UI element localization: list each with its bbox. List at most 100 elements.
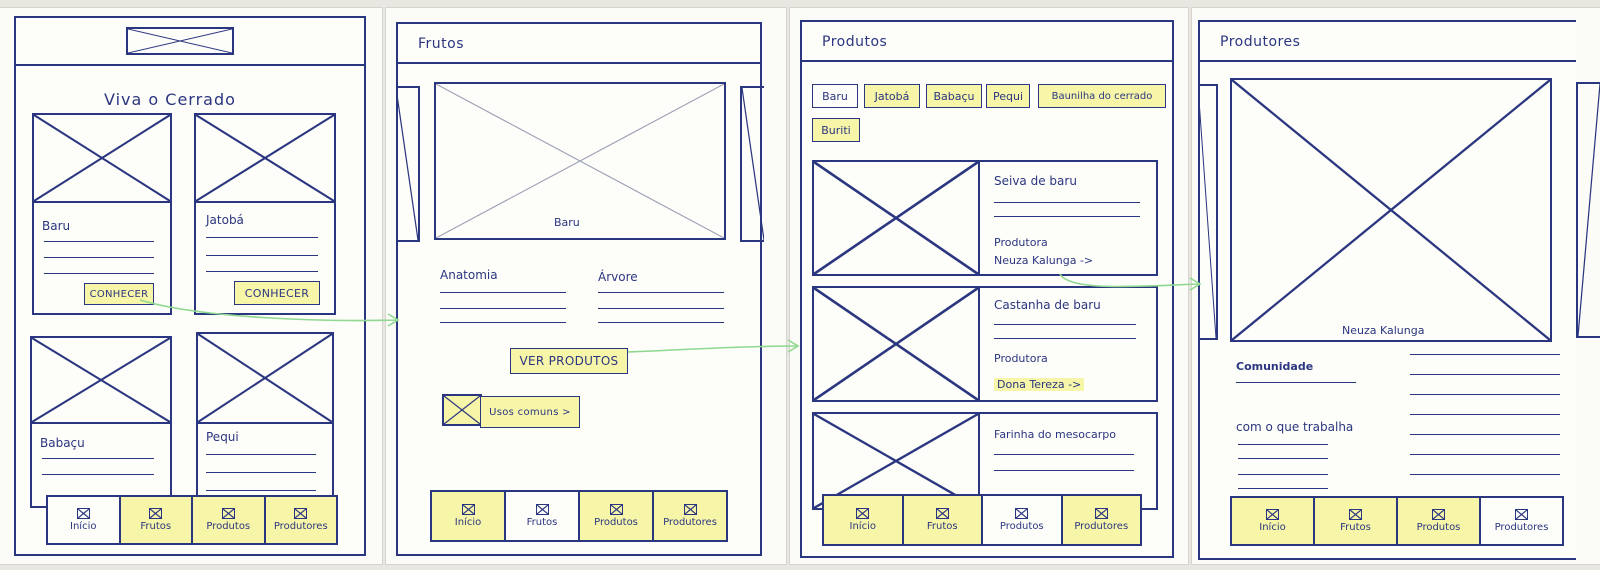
- product-item[interactable]: Seiva de baru Produtora Neuza Kalunga ->: [812, 160, 1158, 276]
- hero-image-placeholder-icon: Neuza Kalunga: [1230, 78, 1552, 342]
- conhecer-button[interactable]: CONHECER: [234, 281, 320, 305]
- card-babacu[interactable]: Babaçu: [30, 336, 172, 508]
- hero-caption: Neuza Kalunga: [1340, 324, 1427, 337]
- sheet-produtos: Produtos Baru Jatobá Babaçu Pequi Baunil…: [790, 8, 1188, 564]
- crossed-box-icon: [221, 508, 235, 519]
- crossed-box-icon: [1266, 509, 1279, 520]
- image-placeholder-icon: [32, 338, 170, 424]
- image-placeholder-icon: [814, 288, 980, 400]
- common-uses-icon: [442, 394, 482, 426]
- producer-link[interactable]: Neuza Kalunga ->: [994, 254, 1094, 267]
- nav-item-produtos[interactable]: Produtos: [193, 497, 266, 543]
- nav-item-inicio[interactable]: Início: [824, 496, 904, 544]
- image-placeholder-icon: [814, 414, 980, 508]
- carousel-next-peek[interactable]: [1576, 82, 1600, 338]
- produtos-header: Produtos: [802, 22, 1172, 62]
- nav-label: Produtores: [663, 517, 717, 528]
- nav-label: Início: [1259, 522, 1286, 533]
- card-baru[interactable]: Baru CONHECER: [32, 113, 172, 315]
- filter-chip-baunilha[interactable]: Baunilha do cerrado: [1038, 84, 1166, 108]
- filter-chip-pequi[interactable]: Pequi: [986, 84, 1030, 108]
- crossed-box-icon: [1515, 509, 1528, 520]
- producer-link[interactable]: Dona Tereza ->: [994, 378, 1085, 391]
- crossed-box-icon: [1015, 508, 1029, 519]
- screen-frutos: Frutos Baru Anatomia Árvore VER PRODUTOS…: [396, 22, 764, 556]
- sheet-home: Viva o Cerrado Baru CONHECER Jatobá CONH…: [0, 8, 382, 564]
- product-title: Farinha do mesocarpo: [994, 428, 1116, 441]
- card-title: Babaçu: [40, 436, 85, 450]
- product-title: Seiva de baru: [994, 174, 1077, 188]
- view-products-button[interactable]: VER PRODUTOS: [510, 348, 628, 374]
- product-title: Castanha de baru: [994, 298, 1101, 312]
- nav-label: Frutos: [140, 521, 172, 532]
- filter-chip-buriti[interactable]: Buriti: [812, 118, 860, 142]
- nav-label: Produtos: [206, 521, 251, 532]
- producer-label: Produtora: [994, 236, 1048, 249]
- nav-item-produtos[interactable]: Produtos: [580, 492, 654, 540]
- image-placeholder-icon: [34, 115, 170, 203]
- nav-item-produtores[interactable]: Produtores: [1481, 498, 1562, 544]
- nav-label: Início: [454, 517, 482, 528]
- nav-label: Início: [70, 521, 97, 532]
- nav-item-produtos[interactable]: Produtos: [983, 496, 1063, 544]
- crossed-box-icon: [76, 508, 90, 519]
- nav-item-produtores[interactable]: Produtores: [654, 492, 726, 540]
- producer-label: Produtora: [994, 352, 1048, 365]
- carousel-prev-peek[interactable]: [396, 86, 420, 242]
- nav-item-inicio[interactable]: Início: [48, 497, 121, 543]
- crossed-box-icon: [1349, 509, 1362, 520]
- crossed-box-icon: [535, 504, 549, 515]
- nav-item-frutos[interactable]: Frutos: [1315, 498, 1398, 544]
- nav-item-inicio[interactable]: Início: [432, 492, 506, 540]
- crossed-box-icon: [294, 508, 308, 519]
- bottom-nav: Início Frutos Produtos Produtores: [430, 490, 728, 542]
- card-pequi[interactable]: Pequi: [196, 332, 334, 508]
- hero-image-placeholder-icon: Baru: [434, 82, 726, 240]
- common-uses-link[interactable]: Usos comuns >: [480, 396, 580, 428]
- bottom-nav: Início Frutos Produtos Produtores: [46, 495, 338, 545]
- nav-item-produtores[interactable]: Produtores: [1062, 496, 1140, 544]
- screen-home: Viva o Cerrado Baru CONHECER Jatobá CONH…: [14, 16, 366, 556]
- carousel-prev-peek[interactable]: [1198, 84, 1218, 340]
- sheet-produtores: Produtores Neuza Kalunga Comunidade com …: [1192, 8, 1600, 564]
- nav-label: Produtos: [1416, 522, 1461, 533]
- filter-chip-baru[interactable]: Baru: [812, 84, 858, 108]
- produtores-header: Produtores: [1200, 22, 1576, 62]
- image-placeholder-icon: [196, 115, 334, 203]
- image-placeholder-icon: [198, 334, 332, 424]
- nav-item-inicio[interactable]: Início: [1232, 498, 1315, 544]
- logo-placeholder-icon: [126, 27, 234, 55]
- frutos-header: Frutos: [398, 24, 760, 64]
- screen-title: Produtos: [822, 34, 888, 50]
- hero-caption: Baru: [554, 216, 580, 229]
- nav-label: Frutos: [1340, 522, 1371, 533]
- crossed-box-icon: [935, 508, 949, 519]
- nav-label: Produtores: [1494, 522, 1549, 533]
- nav-item-produtores[interactable]: Produtores: [265, 497, 336, 543]
- conhecer-button[interactable]: CONHECER: [84, 283, 154, 305]
- card-jatoba[interactable]: Jatobá CONHECER: [194, 113, 336, 315]
- nav-label: Frutos: [526, 517, 558, 528]
- filter-chip-babacu[interactable]: Babaçu: [926, 84, 982, 108]
- crossed-box-icon: [149, 508, 163, 519]
- community-label: Comunidade: [1236, 360, 1314, 373]
- screen-produtos: Produtos Baru Jatobá Babaçu Pequi Baunil…: [800, 20, 1174, 558]
- nav-item-frutos[interactable]: Frutos: [506, 492, 580, 540]
- crossed-box-icon: [461, 504, 475, 515]
- bottom-nav: Início Frutos Produtos Produtores: [1230, 496, 1564, 546]
- card-title: Jatobá: [206, 213, 244, 227]
- crossed-box-icon: [856, 508, 870, 519]
- product-item[interactable]: Castanha de baru Produtora Dona Tereza -…: [812, 286, 1158, 402]
- crossed-box-icon: [1094, 508, 1108, 519]
- crossed-box-icon: [1432, 509, 1445, 520]
- carousel-next-peek[interactable]: [740, 86, 764, 242]
- nav-label: Produtos: [594, 517, 638, 528]
- anatomy-title: Anatomia: [440, 268, 498, 282]
- nav-item-frutos[interactable]: Frutos: [120, 497, 193, 543]
- nav-item-frutos[interactable]: Frutos: [903, 496, 983, 544]
- nav-item-produtos[interactable]: Produtos: [1398, 498, 1481, 544]
- nav-label: Produtores: [1074, 521, 1129, 532]
- home-header: [16, 18, 364, 66]
- filter-chip-jatoba[interactable]: Jatobá: [864, 84, 920, 108]
- image-placeholder-icon: [814, 162, 980, 274]
